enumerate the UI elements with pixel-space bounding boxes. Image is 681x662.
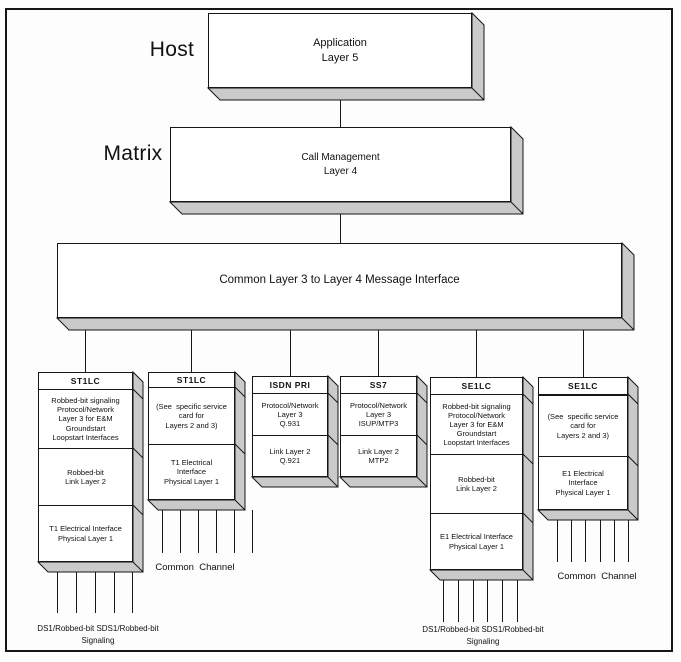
card-section: E1 Electrical Interface Physical Layer 1: [539, 456, 627, 509]
card-section: Robbed-bit Link Layer 2: [39, 448, 132, 505]
trunk-line: [600, 520, 601, 562]
card-title: ISDN PRI: [269, 380, 311, 390]
trunk-line: [76, 572, 77, 613]
connector-line: [85, 330, 86, 372]
card-se1lc-service: SE1LC (See specific service card for Lay…: [536, 375, 639, 521]
connector-line: [290, 330, 291, 376]
diagram-border: [5, 8, 673, 652]
trunk-line: [95, 572, 96, 613]
card-section: Robbed-bit signaling Protocol/Network La…: [39, 389, 132, 448]
call-management-box-label: Call Management Layer 4: [301, 152, 380, 177]
connector-line: [583, 330, 584, 377]
common-interface-box: Common Layer 3 to Layer 4 Message Interf…: [55, 241, 635, 331]
card-section: T1 Electrical Interface Physical Layer 1: [149, 444, 234, 499]
card-face: ST1LC (See specific service card for Lay…: [148, 372, 235, 500]
trunk-line: [473, 580, 474, 622]
application-box-face: Application Layer 5: [208, 13, 472, 88]
card-section: Robbed-bit Link Layer 2: [431, 454, 522, 513]
card-isdn-pri: ISDN PRI Protocol/Network Layer 3 Q.931 …: [250, 374, 339, 488]
card-face: ISDN PRI Protocol/Network Layer 3 Q.931 …: [252, 376, 328, 477]
trunk-line: [585, 520, 586, 562]
card-section: Protocol/Network Layer 3 Q.931: [253, 393, 327, 435]
common-interface-box-label: Common Layer 3 to Layer 4 Message Interf…: [219, 273, 460, 286]
trunk-line: [234, 510, 235, 553]
card-section: Link Layer 2 MTP2: [341, 435, 416, 476]
trunk-line: [252, 510, 253, 553]
card-face: SE1LC (See specific service card for Lay…: [538, 377, 628, 510]
trunk-line: [517, 580, 518, 622]
trunk-line: [57, 572, 58, 613]
card-se1lc-robbed-bit: SE1LC Robbed-bit signaling Protocol/Netw…: [428, 375, 534, 581]
card-title: SS7: [369, 380, 388, 390]
application-box: Application Layer 5: [206, 11, 485, 101]
card-title: SE1LC: [461, 381, 492, 391]
card-section: (See specific service card for Layers 2 …: [539, 394, 627, 456]
ds1-signaling-label-left: DS1/Robbed-bit SDS1/Robbed-bit Signaling: [37, 624, 159, 645]
trunk-line: [198, 510, 199, 553]
card-title: SE1LC: [568, 381, 598, 391]
card-face: SS7 Protocol/Network Layer 3 ISUP/MTP3 L…: [340, 376, 417, 477]
card-section: Protocol/Network Layer 3 ISUP/MTP3: [341, 393, 416, 435]
trunk-line: [132, 572, 133, 613]
connector-line: [191, 330, 192, 372]
trunk-line: [180, 510, 181, 553]
card-section: E1 Electrical Interface Physical Layer 1: [431, 513, 522, 569]
connector-line: [340, 214, 341, 243]
card-face: SE1LC Robbed-bit signaling Protocol/Netw…: [430, 377, 523, 570]
trunk-line: [487, 580, 488, 622]
trunk-line: [114, 572, 115, 613]
common-channel-label-right: Common Channel: [557, 571, 637, 582]
card-st1lc-service: ST1LC (See specific service card for Lay…: [146, 370, 246, 511]
application-box-label: Application Layer 5: [313, 36, 367, 64]
trunk-line: [571, 520, 572, 562]
trunk-line: [628, 520, 629, 562]
trunk-line: [502, 580, 503, 622]
card-section: Robbed-bit signaling Protocol/Network La…: [431, 394, 522, 454]
connector-line: [476, 330, 477, 377]
card-section: T1 Electrical Interface Physical Layer 1: [39, 505, 132, 561]
card-section: Link Layer 2 Q.921: [253, 435, 327, 476]
trunk-line: [458, 580, 459, 622]
card-section: (See specific service card for Layers 2 …: [149, 387, 234, 444]
card-ss7: SS7 Protocol/Network Layer 3 ISUP/MTP3 L…: [338, 374, 428, 488]
host-label: Host: [149, 38, 195, 61]
common-channel-label-left: Common Channel: [155, 562, 235, 573]
common-interface-box-face: Common Layer 3 to Layer 4 Message Interf…: [57, 243, 622, 318]
matrix-label: Matrix: [103, 142, 163, 165]
card-title: ST1LC: [70, 376, 101, 386]
card-face: ST1LC Robbed-bit signaling Protocol/Netw…: [38, 372, 133, 562]
trunk-line: [614, 520, 615, 562]
connector-line: [340, 100, 341, 127]
card-st1lc-robbed-bit: ST1LC Robbed-bit signaling Protocol/Netw…: [36, 370, 144, 573]
trunk-line: [443, 580, 444, 622]
connector-line: [378, 330, 379, 376]
trunk-line: [216, 510, 217, 553]
ds1-signaling-label-right: DS1/Robbed-bit SDS1/Robbed-bit Signaling: [422, 625, 544, 646]
trunk-line: [557, 520, 558, 562]
card-title: ST1LC: [176, 375, 207, 385]
call-management-box: Call Management Layer 4: [168, 125, 524, 215]
trunk-line: [162, 510, 163, 553]
call-management-box-face: Call Management Layer 4: [170, 127, 511, 202]
